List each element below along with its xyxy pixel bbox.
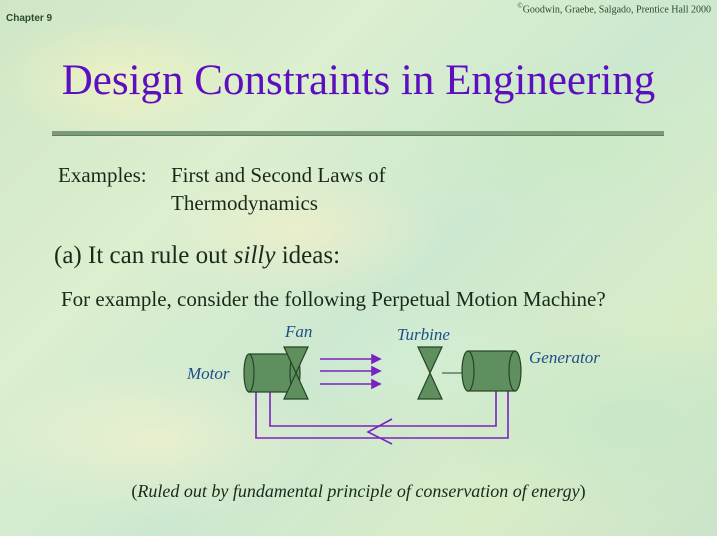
caption: (Ruled out by fundamental principle of c… bbox=[0, 481, 717, 502]
caption-open: ( bbox=[131, 481, 138, 501]
examples-line-1: First and Second Laws of bbox=[171, 163, 386, 187]
credit-text: Goodwin, Graebe, Salgado, Prentice Hall … bbox=[522, 4, 711, 16]
generator-label: Generator bbox=[529, 348, 600, 367]
examples-line-2: Thermodynamics bbox=[171, 191, 318, 215]
point-a-emphasis: silly bbox=[233, 242, 276, 269]
title-divider bbox=[52, 131, 664, 135]
copyright-credit: ©Goodwin, Graebe, Salgado, Prentice Hall… bbox=[517, 2, 711, 15]
motor-cylinder bbox=[243, 353, 301, 393]
generator-cylinder bbox=[461, 350, 522, 392]
slide-title: Design Constraints in Engineering bbox=[61, 57, 656, 104]
wire-arrowhead bbox=[366, 418, 393, 445]
for-example-text: For example, consider the following Perp… bbox=[61, 287, 606, 311]
caption-close: ) bbox=[579, 481, 586, 501]
turbine-shape bbox=[417, 346, 443, 400]
point-a-prefix: (a) It can rule out bbox=[54, 242, 234, 269]
caption-text: Ruled out by fundamental principle of co… bbox=[137, 481, 580, 501]
examples-label: Examples: bbox=[58, 163, 147, 187]
point-a-suffix: ideas: bbox=[275, 242, 341, 269]
airflow-arrows bbox=[320, 353, 382, 390]
copyright-mark: © bbox=[517, 2, 523, 10]
fan-shape bbox=[283, 346, 309, 400]
chapter-label: Chapter 9 bbox=[6, 13, 53, 24]
point-a: (a) It can rule out silly ideas: bbox=[54, 242, 340, 270]
motor-label: Motor bbox=[187, 364, 230, 383]
turbine-label: Turbine bbox=[397, 325, 450, 344]
fan-label: Fan bbox=[285, 322, 313, 341]
